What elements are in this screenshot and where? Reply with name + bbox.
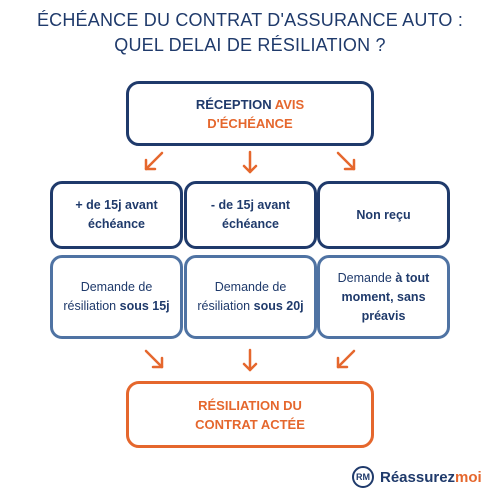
action-prefix: Demande [337, 270, 392, 285]
avis-label: AVIS [274, 96, 305, 112]
arrow-down-center-bottom [242, 348, 258, 372]
reassurezmoi-logo: RM Réassurezmoi [352, 464, 482, 490]
action-text: Demande à tout moment, sans préavis [324, 269, 444, 326]
condition-box-2: - de 15j avant échéance [184, 181, 317, 249]
reception-line-1: RÉCEPTION AVIS [196, 95, 304, 114]
condition-text: + de 15j avant échéance [75, 198, 158, 231]
action-bold: à tout moment, sans préavis [341, 270, 430, 323]
condition-text: Non reçu [356, 207, 411, 222]
reception-box: RÉCEPTION AVIS D'ÉCHÉANCE [126, 81, 374, 146]
arrow-down-left-bottom [336, 349, 356, 369]
action-text: Demande de résiliation sous 20j [196, 278, 306, 316]
action-box-2: Demande de résiliation sous 20j [184, 255, 317, 339]
title-line-1: ÉCHÉANCE DU CONTRAT D'ASSURANCE AUTO : [36, 10, 464, 30]
action-box-1: Demande de résiliation sous 15j [50, 255, 183, 339]
action-bold: sous 15j [119, 299, 170, 313]
resiliation-line-1: RÉSILIATION DU [198, 397, 302, 413]
logo-mark-icon: RM [352, 466, 374, 488]
arrow-down-left-top [144, 151, 164, 171]
title-line-2: QUEL DELAI DE RÉSILIATION ? [114, 35, 386, 55]
logo-text: Réassurezmoi [380, 469, 482, 486]
diagram-title: ÉCHÉANCE DU CONTRAT D'ASSURANCE AUTO : Q… [0, 8, 500, 58]
echeance-label: D'ÉCHÉANCE [207, 115, 293, 131]
arrow-down-center-top [242, 150, 258, 174]
logo-name-accent: moi [455, 468, 482, 486]
logo-name-main: Réassurez [380, 468, 456, 486]
condition-text: - de 15j avant échéance [210, 198, 291, 231]
condition-box-1: + de 15j avant échéance [50, 181, 183, 249]
action-text: Demande de résiliation sous 15j [62, 278, 172, 316]
action-prefix: Demande de résiliation [63, 280, 153, 313]
arrow-down-right-bottom [144, 349, 164, 369]
arrow-down-right-top [336, 151, 356, 171]
resiliation-line-2: CONTRAT ACTÉE [195, 416, 305, 432]
reception-label: RÉCEPTION [195, 96, 272, 112]
action-box-3: Demande à tout moment, sans préavis [317, 255, 450, 339]
resiliation-box: RÉSILIATION DU CONTRAT ACTÉE [126, 381, 374, 448]
action-bold: sous 20j [253, 299, 304, 313]
condition-box-3: Non reçu [317, 181, 450, 249]
action-prefix: Demande de résiliation [197, 280, 287, 313]
